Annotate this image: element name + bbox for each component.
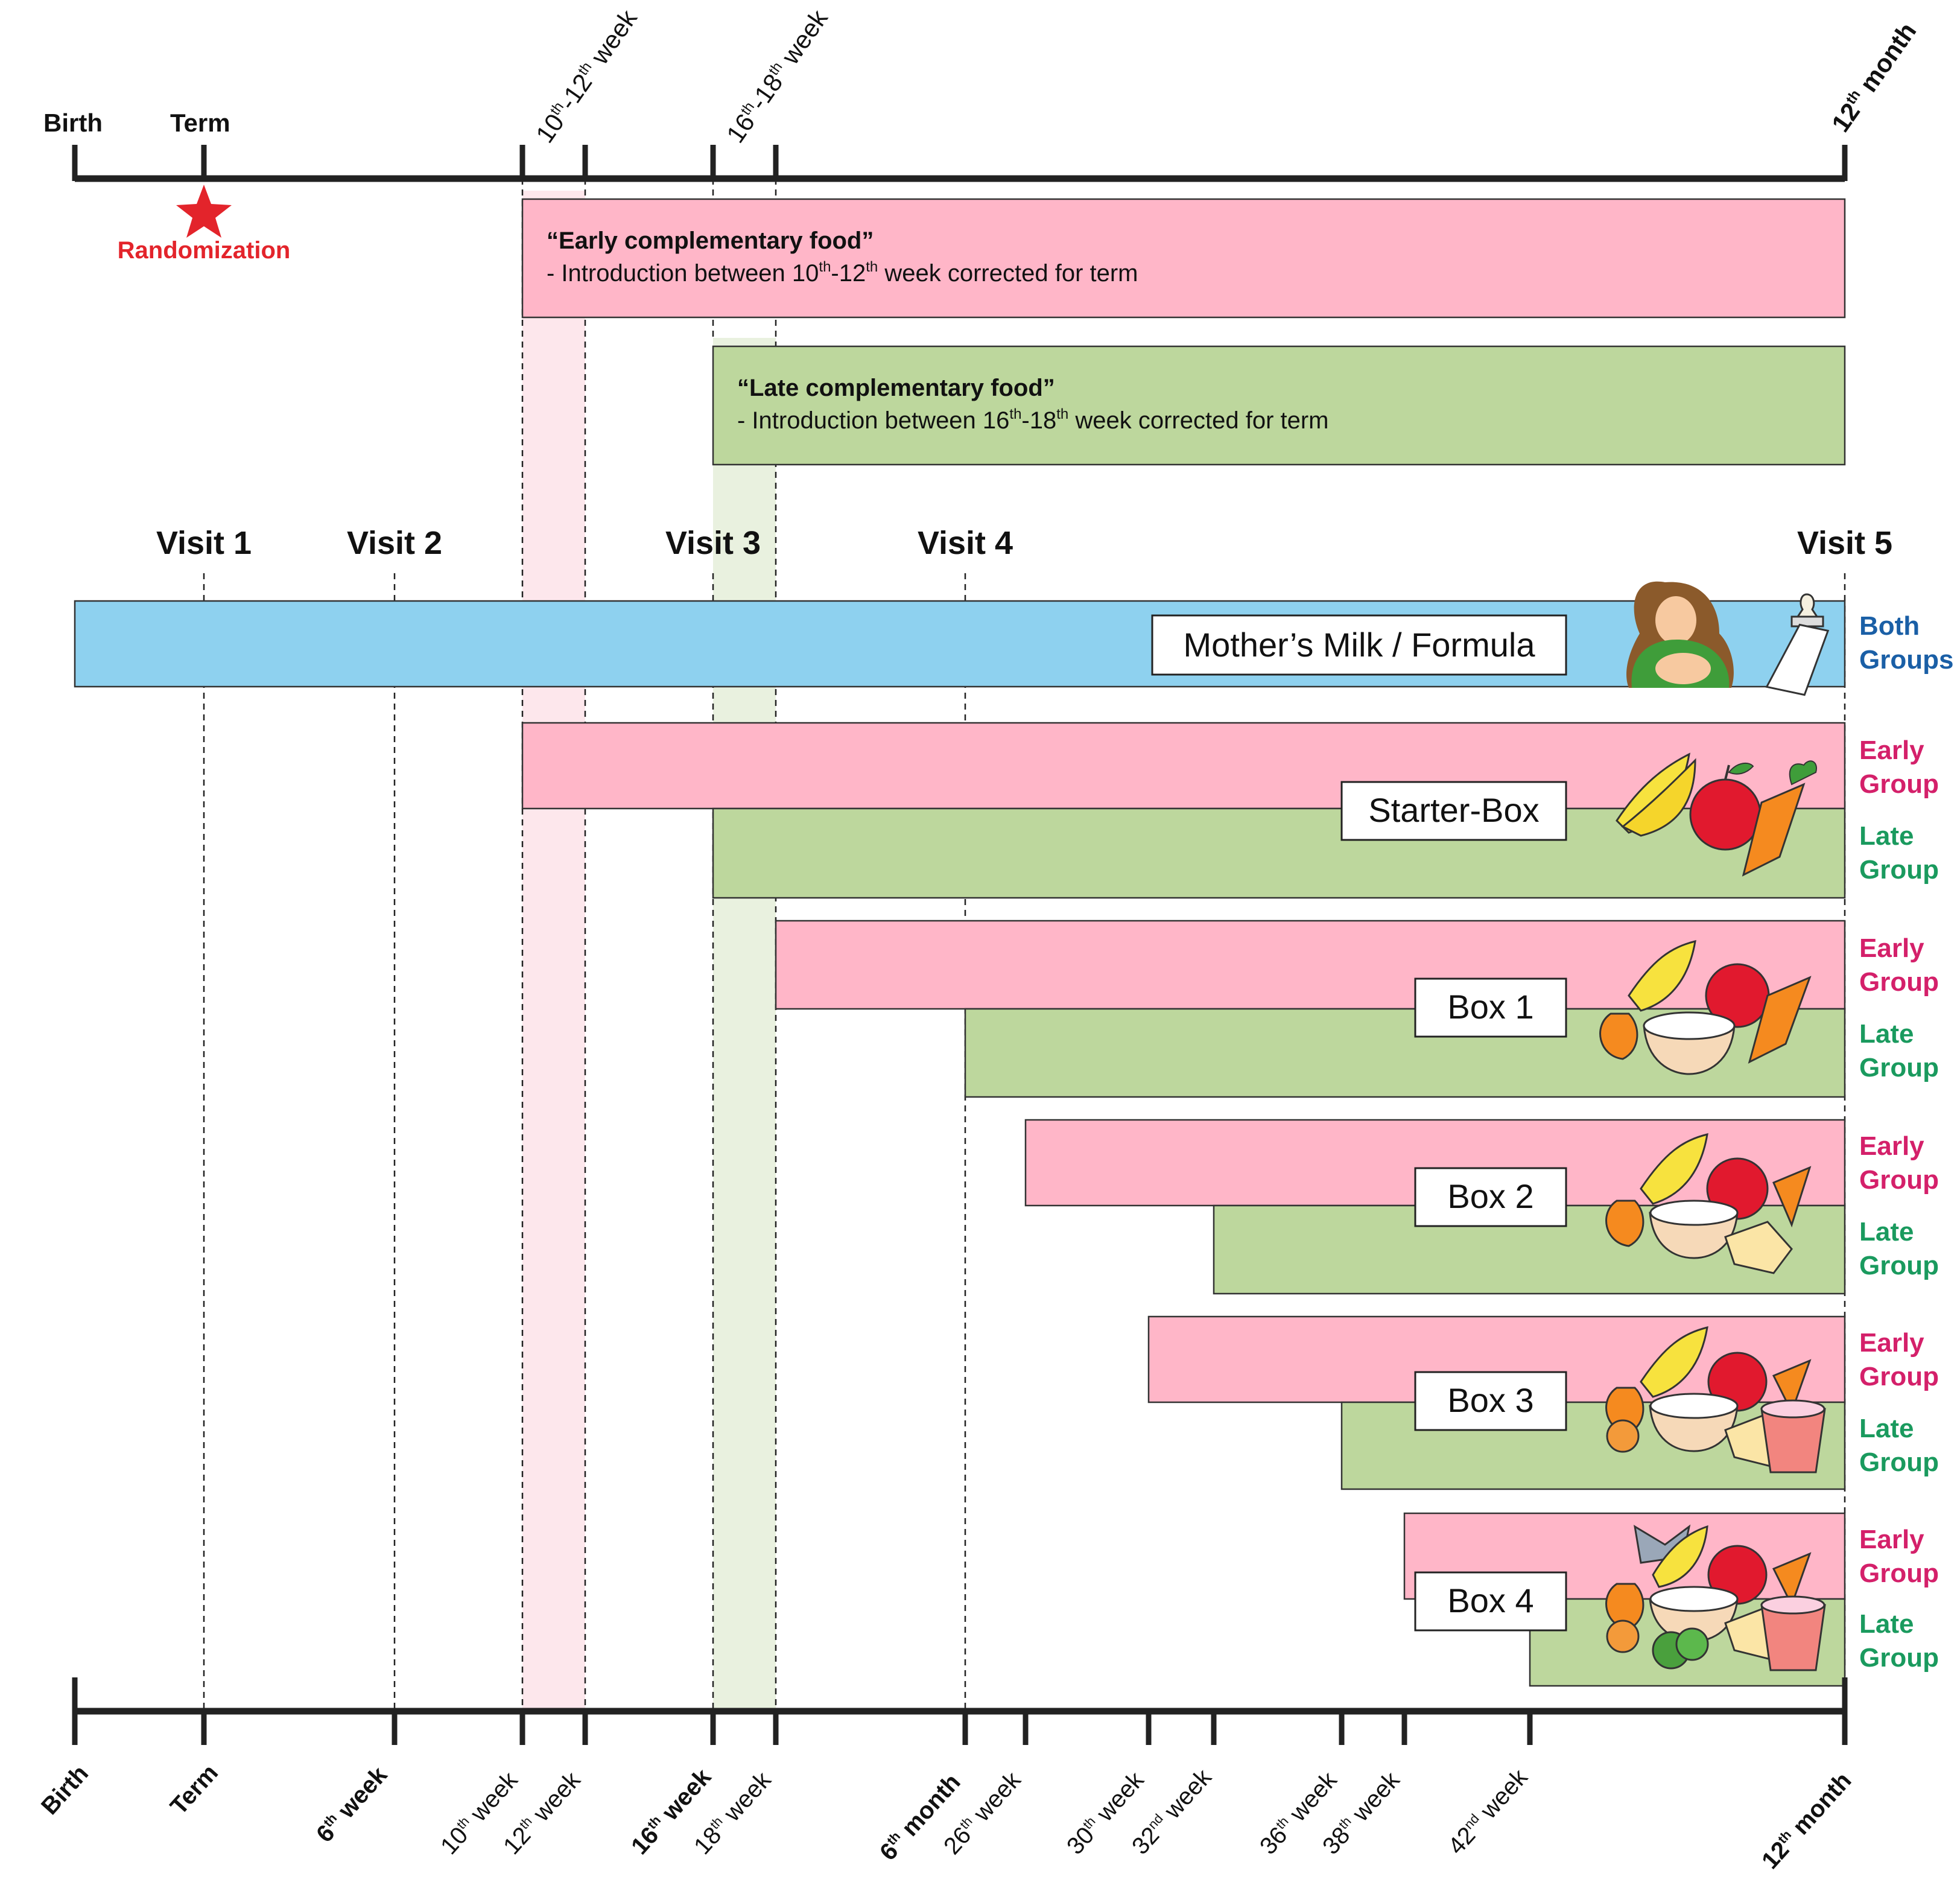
milk-formula-label-box	[1151, 614, 1567, 676]
box-3-food-icon	[1605, 1326, 1826, 1473]
bottom-axis-label-6-week: 6th week	[311, 1761, 393, 1848]
starter-box-label: Starter-Box	[1368, 791, 1539, 829]
late-phase-description: - Introduction between 16th-18th week co…	[737, 406, 1329, 434]
mother-nursing-icon	[1626, 581, 1734, 688]
starter-early-group-line2: Group	[1859, 769, 1939, 799]
bottom-axis-label-term: Term	[165, 1759, 223, 1820]
late-window-shade	[713, 338, 776, 1711]
box-3-late-group-line1: Late	[1859, 1414, 1914, 1443]
box-1-label-box	[1414, 977, 1567, 1038]
box-2-row: Box 2 Early Group Late Group	[1024, 1119, 1939, 1295]
box-3-early-group-line1: Early	[1859, 1328, 1924, 1358]
late-phase-title: “Late complementary food”	[737, 375, 1055, 401]
box-1-row: Box 1 Early Group Late Group	[775, 920, 1939, 1098]
starter-late-group-line1: Late	[1859, 821, 1914, 851]
box-4-food-icon	[1605, 1524, 1826, 1671]
starter-early-group-line1: Early	[1859, 736, 1924, 765]
visit-5-label: Visit 5	[1797, 525, 1892, 561]
starter-late-group-line2: Group	[1859, 855, 1939, 885]
milk-formula-label: Mother’s Milk / Formula	[1184, 626, 1536, 664]
cookie-icon	[1606, 1419, 1640, 1453]
fruit-icon	[1616, 752, 1817, 877]
box-1-late-group-line2: Group	[1859, 1053, 1939, 1082]
visit-4-label: Visit 4	[918, 525, 1013, 561]
box-4-label: Box 4	[1447, 1581, 1533, 1619]
box-4-early-group-line2: Group	[1859, 1559, 1939, 1588]
baby-bottle-icon	[1765, 593, 1830, 696]
bottom-axis-label-12-month: 12th month	[1757, 1767, 1857, 1874]
pasta-icon	[1724, 1221, 1793, 1274]
box-2-label-box	[1414, 1167, 1567, 1227]
box-3-row: Box 3 Early Group Late Group	[1147, 1315, 1939, 1490]
box-1-late-group-line1: Late	[1859, 1019, 1914, 1049]
starter-box-label-box	[1340, 781, 1567, 841]
box-4-label-box	[1414, 1571, 1567, 1632]
box-2-early-group-line2: Group	[1859, 1165, 1939, 1195]
box-2-food-icon	[1605, 1133, 1812, 1274]
late-complementary-food-bar: “Late complementary food” - Introduction…	[712, 345, 1846, 466]
box-1-early-group-line2: Group	[1859, 967, 1939, 997]
box-2-late-group-line1: Late	[1859, 1217, 1914, 1247]
early-phase-title: “Early complementary food”	[547, 227, 874, 254]
box-4-late-group-line1: Late	[1859, 1609, 1914, 1639]
visit-labels: Visit 1 Visit 2 Visit 3 Visit 4 Visit 5	[156, 525, 1892, 561]
box-3-early-group-line2: Group	[1859, 1362, 1939, 1391]
visit-1-label: Visit 1	[156, 525, 252, 561]
both-groups-label-line2: Groups	[1859, 645, 1953, 675]
top-axis-label-16-18-week: 16th-18th week	[721, 4, 834, 148]
box-1-early-group-line1: Early	[1859, 933, 1924, 963]
top-axis: Birth Term 10th-12th week 16th-18th week…	[43, 4, 1921, 264]
broccoli-icon	[1652, 1627, 1709, 1670]
early-window-shade	[522, 191, 585, 1711]
visit-3-label: Visit 3	[665, 525, 761, 561]
box-3-label: Box 3	[1447, 1381, 1533, 1419]
box-1-label: Box 1	[1447, 988, 1533, 1026]
box-4-early-group-line1: Early	[1859, 1525, 1924, 1554]
starter-box-late-bar	[712, 807, 1846, 899]
yogurt-cup-icon	[1760, 1408, 1826, 1473]
box-2-label: Box 2	[1447, 1177, 1533, 1215]
starter-box-row: Starter-Box Early Group Late Group	[521, 722, 1939, 899]
top-axis-label-10-12-week: 10th-12th week	[530, 4, 643, 148]
randomization-star-icon	[176, 185, 232, 238]
box-3-late-group-line2: Group	[1859, 1448, 1939, 1477]
early-complementary-food-bar: “Early complementary food” - Introductio…	[521, 198, 1846, 319]
box-2-late-group-line2: Group	[1859, 1251, 1939, 1280]
bottom-axis-label-42-week: 42nd week	[1443, 1764, 1533, 1860]
early-phase-description: - Introduction between 10th-12th week co…	[547, 259, 1138, 287]
bottom-axis: Birth Term 6th week 10th week 12th week …	[36, 1677, 1857, 1874]
box-3-label-box	[1414, 1371, 1567, 1431]
top-axis-label-12-month: 12th month	[1826, 17, 1922, 137]
top-axis-label-term: Term	[170, 109, 230, 137]
both-groups-label-line1: Both	[1859, 611, 1920, 641]
box-4-late-group-line2: Group	[1859, 1643, 1939, 1673]
bottom-axis-label-birth: Birth	[36, 1760, 94, 1820]
box-2-early-group-line1: Early	[1859, 1131, 1924, 1161]
top-axis-label-birth: Birth	[43, 109, 103, 137]
box-4-row: Box 4 Early Group Late Group	[1403, 1512, 1939, 1687]
randomization-label: Randomization	[118, 237, 291, 264]
milk-formula-row: Mother’s Milk / Formula Both Groups	[74, 581, 1953, 696]
visit-2-label: Visit 2	[347, 525, 442, 561]
box-1-food-icon	[1599, 939, 1812, 1075]
